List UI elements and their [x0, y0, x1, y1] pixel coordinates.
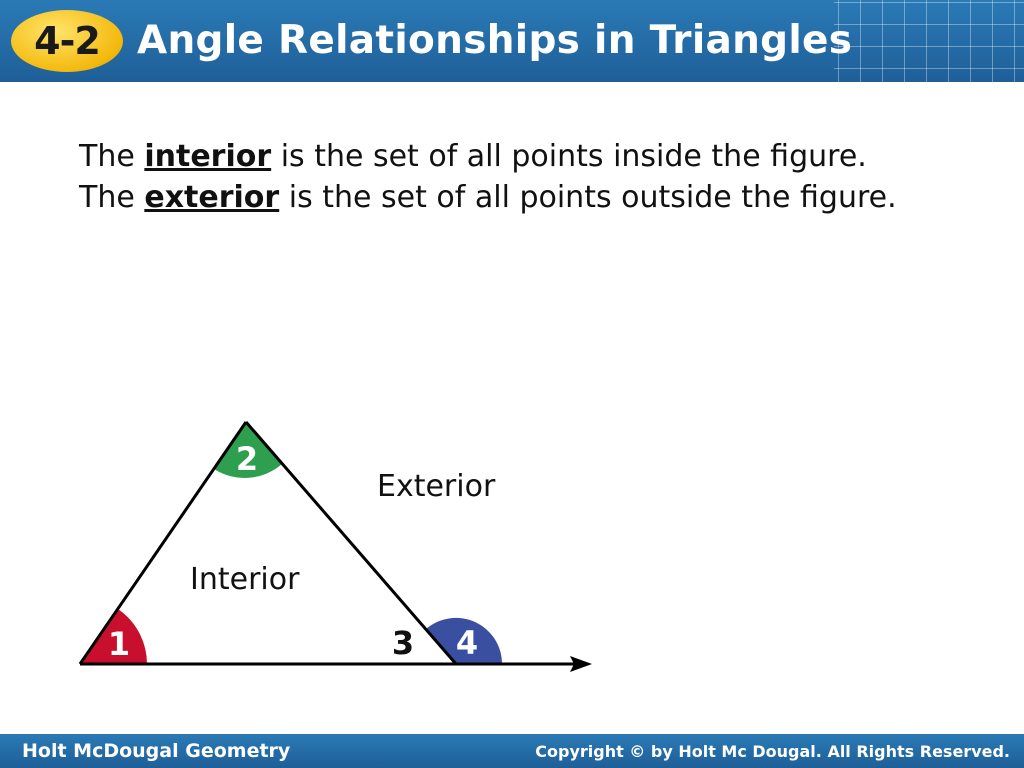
angle-4-number: 4 [456, 624, 478, 662]
angle-1-sector [80, 609, 147, 664]
slide-title: Angle Relationships in Triangles [137, 18, 853, 63]
definition-paragraph: The interior is the set of all points in… [79, 136, 909, 218]
header-grid-decoration [834, 0, 1024, 82]
triangle-side-right [244, 421, 458, 665]
angle-4-sector [426, 617, 503, 664]
footer-copyright: Copyright © by Holt Mc Dougal. All Right… [535, 742, 1010, 761]
triangle-side-left [78, 421, 248, 665]
exterior-label: Exterior [377, 469, 496, 504]
term-exterior: exterior [144, 180, 280, 215]
footer-bar: Holt McDougal Geometry Copyright © by Ho… [0, 734, 1024, 768]
term-interior: interior [144, 139, 272, 174]
text-segment: is the set of all points inside the figu… [79, 139, 867, 215]
section-badge: 4-2 [11, 10, 123, 72]
footer-course-name: Holt McDougal Geometry [22, 740, 291, 762]
interior-label: Interior [190, 562, 300, 597]
angle-2-sector [214, 422, 282, 478]
text-segment: is the set of all points outside the fig… [279, 180, 897, 215]
header-banner: 4-2 Angle Relationships in Triangles [0, 0, 1024, 82]
angle-1-number: 1 [108, 625, 130, 663]
ray-arrowhead [570, 656, 592, 672]
text-segment: The [79, 139, 145, 174]
angle-2-number: 2 [236, 440, 258, 478]
angle-3-number: 3 [392, 624, 414, 662]
section-number: 4-2 [34, 19, 101, 63]
